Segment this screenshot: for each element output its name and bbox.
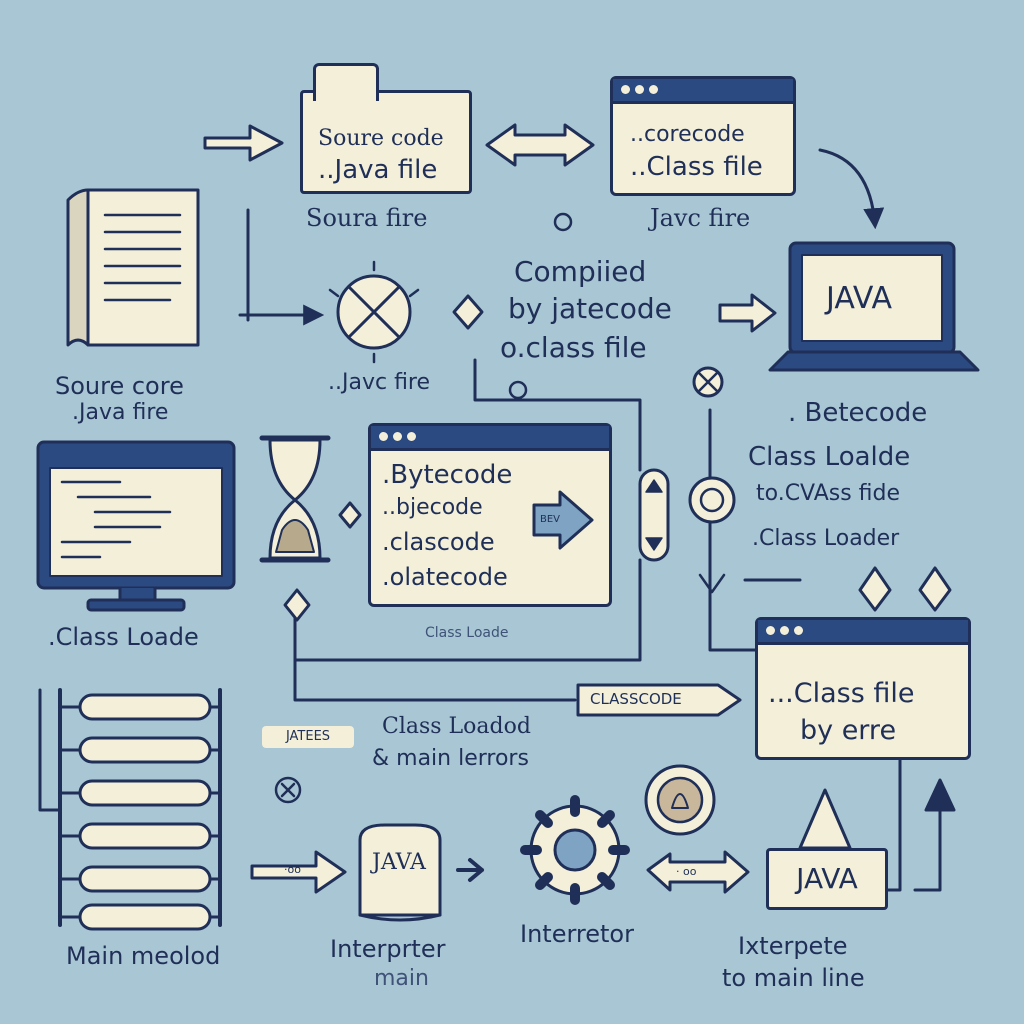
interpreter-caption2: main xyxy=(374,966,429,991)
class-loader-line1: Class Loalde xyxy=(748,442,911,472)
laptop-screen-label: JAVA xyxy=(826,281,893,316)
bytecode-window-line1: .Bytecode xyxy=(382,460,513,490)
stack-bar xyxy=(78,693,212,721)
bytecode-card-caption: Javc fire xyxy=(650,204,751,232)
class-file-window xyxy=(755,617,971,760)
classcode-arrow xyxy=(576,683,742,717)
compiled-line1: Compiied xyxy=(514,255,647,288)
class-file-line2: by erre xyxy=(800,715,897,746)
source-card-line1: Soure code xyxy=(318,126,444,151)
arrow-to-interpreter xyxy=(250,850,347,894)
stack-frame xyxy=(58,688,222,927)
compiled-line3: o.class file xyxy=(500,331,647,364)
document-lines xyxy=(103,213,182,302)
laptop-caption: . Betecode xyxy=(788,398,928,428)
interpreter-caption1: Interprter xyxy=(330,935,446,963)
hourglass-icon xyxy=(259,435,331,563)
class-tag-label: Class Loade xyxy=(425,625,509,641)
class-loader-line2: to.CVAss fide xyxy=(756,481,901,506)
interpreter-can-label: JAVA xyxy=(372,850,426,875)
connector-to-classcode xyxy=(293,658,577,702)
arrow-into-source xyxy=(203,124,284,162)
jatees-pill: JATEES xyxy=(262,726,354,748)
class-loaded-line2: & main lerrors xyxy=(372,746,529,771)
loader-disc-icon xyxy=(688,476,736,524)
stack-caption: Main meolod xyxy=(66,942,221,970)
bytecode-window xyxy=(610,76,796,196)
arrow-java-label: · oo xyxy=(676,865,697,878)
source-document xyxy=(86,188,200,347)
class-file-line1: ...Class file xyxy=(768,678,915,709)
gear-icon xyxy=(520,795,630,905)
diamond-marker xyxy=(452,294,484,330)
arrow-to-java-box xyxy=(646,850,750,894)
compiled-line2: by jatecode xyxy=(508,292,672,325)
double-arrow-source-bytecode xyxy=(485,123,595,167)
source-doc-caption2: .Java fire xyxy=(72,400,169,425)
connector-stack-left xyxy=(38,688,62,812)
jatees-label: JATEES xyxy=(285,729,331,744)
monitor-caption: .Class Loade xyxy=(48,623,199,651)
java-box: JAVA xyxy=(766,848,888,910)
source-code-card xyxy=(300,63,472,194)
java-box-caption2: to main line xyxy=(722,964,865,992)
small-circle-marker xyxy=(553,212,573,232)
arrow-interpreter-label: ·oo xyxy=(284,863,301,876)
interpreter-can xyxy=(358,823,442,917)
java-box-label: JAVA xyxy=(796,862,858,895)
connector-compiled-to-window xyxy=(473,358,642,472)
java-box-caption1: Ixterpete xyxy=(738,932,848,960)
connector-up-to-classfile xyxy=(913,788,942,892)
class-loaded-line1: Class Loadod xyxy=(382,714,531,739)
connector-loop-back xyxy=(293,558,642,662)
connector-bytecode-to-laptop xyxy=(818,148,885,230)
source-card-caption: Soura fire xyxy=(306,204,428,232)
bytecode-window-line2: ..bjecode xyxy=(382,495,483,520)
class-loader-line3: .Class Loader xyxy=(752,526,900,551)
compiler-caption: ..Javc fire xyxy=(328,370,431,395)
bytecode-window-line4: .olatecode xyxy=(382,563,508,591)
gear-caption: Interretor xyxy=(520,920,634,948)
source-doc-caption1: Soure core xyxy=(55,372,184,400)
bytecode-card-line1: ..corecode xyxy=(630,122,745,147)
arrow-to-laptop xyxy=(718,293,777,333)
source-card-line2: ..Java file xyxy=(318,155,438,185)
bytecode-window-arrow-label: BEV xyxy=(540,514,561,525)
triangle-marker xyxy=(798,788,852,850)
folder-tab xyxy=(313,63,379,101)
bytecode-window-line3: .clascode xyxy=(382,528,495,556)
bytecode-card-line2: ..Class file xyxy=(630,152,763,182)
classcode-label: CLASSCODE xyxy=(590,690,682,708)
